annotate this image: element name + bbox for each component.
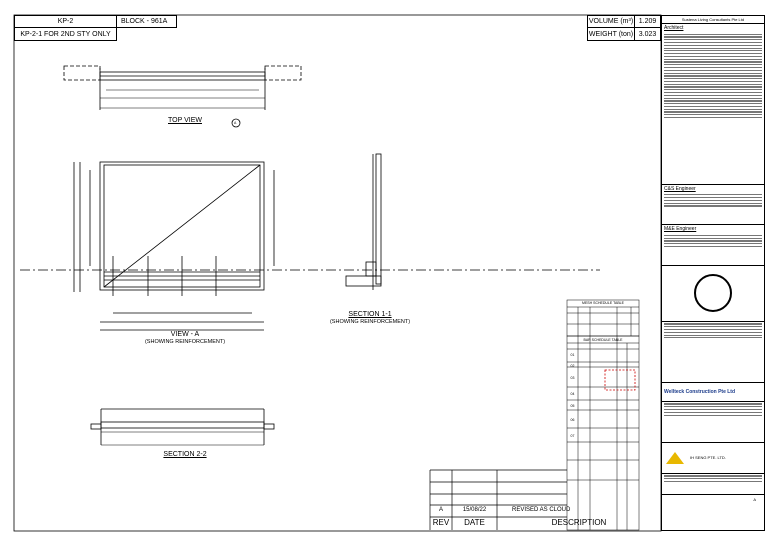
section-2-2-drawing bbox=[90, 408, 275, 446]
consultant-name: Sustena Living Consultants Pte Ltd bbox=[662, 16, 764, 24]
bar-schedule-title: BAR SCHEDULE TABLE bbox=[583, 338, 623, 342]
rev-a-date: 15/08/22 bbox=[462, 507, 487, 513]
rev-a: A bbox=[438, 507, 443, 513]
drawing-frame bbox=[13, 14, 662, 532]
fabricator-block: IH SENG PTE. LTD. bbox=[662, 441, 764, 473]
description-header: DESCRIPTION bbox=[551, 518, 607, 527]
engineer-stamp bbox=[662, 264, 764, 321]
date-header: DATE bbox=[464, 518, 485, 527]
block-cell: BLOCK - 961A bbox=[116, 15, 177, 28]
rev-header: REV bbox=[432, 518, 450, 527]
view-a-title: VIEW - A bbox=[170, 331, 200, 338]
bar-mark: 07 bbox=[570, 434, 575, 438]
fabricator-name: IH SENG PTE. LTD. bbox=[690, 455, 726, 461]
bar-mark: 01 bbox=[570, 353, 575, 357]
view-a-subtitle: (SHOWING REINFORCEMENT) bbox=[144, 339, 226, 345]
schedule-tables bbox=[566, 299, 640, 531]
panel-note-cell: KP-2-1 FOR 2ND STY ONLY bbox=[14, 27, 117, 41]
callout-label: A bbox=[234, 121, 237, 125]
rev-a-description: REVISED AS CLOUD bbox=[512, 507, 571, 513]
section-1-1-drawing bbox=[345, 153, 382, 290]
top-view-drawing bbox=[63, 65, 302, 110]
top-view-title: TOP VIEW bbox=[168, 117, 202, 124]
bar-mark: 06 bbox=[570, 418, 575, 422]
fabricator-logo-icon bbox=[666, 451, 684, 464]
architect-heading: Architect bbox=[664, 25, 684, 31]
revision-table-lines bbox=[429, 469, 567, 530]
me-engineer-heading: M&E Engineer bbox=[662, 224, 764, 233]
contractor-name: Wellteck Construction Pte Ltd bbox=[662, 381, 764, 401]
revision-cloud bbox=[604, 369, 636, 391]
section-2-title: SECTION 2-2 bbox=[163, 451, 207, 458]
mesh-schedule-title: MESH SCHEDULE TABLE bbox=[582, 301, 624, 305]
weight-label: WEIGHT (ton) bbox=[587, 27, 635, 41]
bar-mark: 02 bbox=[570, 364, 575, 368]
view-a-drawing bbox=[73, 161, 275, 331]
title-block-panel: Sustena Living Consultants Pte Ltd Archi… bbox=[661, 15, 765, 531]
cs-engineer-heading: C&S Engineer bbox=[662, 183, 764, 193]
section-1-subtitle: (SHOWING REINFORCEMENT) bbox=[329, 319, 411, 325]
bar-mark: 03 bbox=[570, 376, 575, 380]
architect-notes bbox=[662, 33, 764, 184]
section-1-title: SECTION 1-1 bbox=[348, 311, 392, 318]
bar-mark: 05 bbox=[570, 404, 575, 408]
section-callout-marker bbox=[231, 118, 241, 128]
panel-rev: A bbox=[662, 493, 764, 504]
weight-value: 3.023 bbox=[634, 27, 661, 41]
bar-mark: 04 bbox=[570, 392, 575, 396]
